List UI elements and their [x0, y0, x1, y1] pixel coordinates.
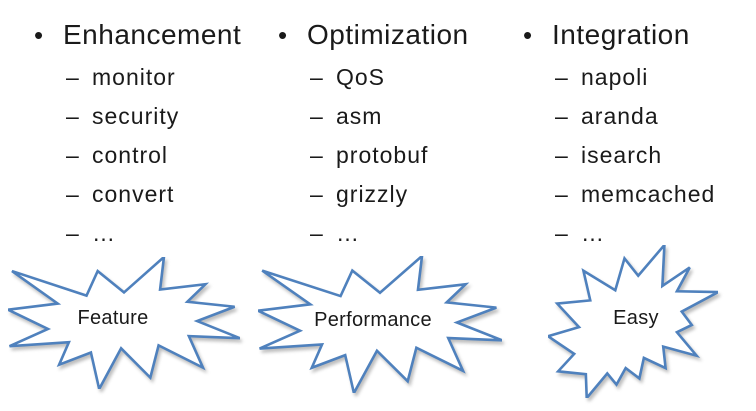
item-label: aranda	[581, 103, 659, 129]
item-label: isearch	[581, 142, 663, 168]
dash-icon: –	[310, 181, 324, 207]
column-optimization: • Optimization – QoS – asm – protobuf – …	[274, 18, 512, 253]
item-label: protobuf	[336, 142, 429, 168]
column-heading: • Optimization	[274, 18, 512, 52]
column-heading: • Integration	[519, 18, 756, 52]
item-label: napoli	[581, 64, 649, 90]
list-item: – asm	[274, 97, 512, 136]
dash-icon: –	[66, 220, 80, 246]
item-label: memcached	[581, 181, 716, 207]
performance-burst	[258, 256, 502, 393]
dash-icon: –	[555, 64, 569, 90]
dash-icon: –	[66, 103, 80, 129]
item-label: control	[92, 142, 169, 168]
list-item: – monitor	[30, 58, 268, 97]
list-item: – isearch	[519, 136, 756, 175]
list-item: – control	[30, 136, 268, 175]
dash-icon: –	[555, 103, 569, 129]
list-item: – convert	[30, 175, 268, 214]
dash-icon: –	[310, 142, 324, 168]
list-item: – memcached	[519, 175, 756, 214]
item-label: QoS	[336, 64, 386, 90]
item-list: – napoli – aranda – isearch – memcached …	[519, 58, 756, 253]
bullet-icon: •	[523, 20, 533, 50]
item-label: monitor	[92, 64, 176, 90]
dash-icon: –	[555, 142, 569, 168]
list-item: – security	[30, 97, 268, 136]
item-label: …	[92, 220, 116, 246]
bullet-icon: •	[34, 20, 44, 50]
list-item: – napoli	[519, 58, 756, 97]
column-heading: • Enhancement	[30, 18, 268, 52]
list-item: – …	[519, 214, 756, 253]
column-enhancement: • Enhancement – monitor – security – con…	[30, 18, 268, 253]
dash-icon: –	[310, 103, 324, 129]
column-title: Enhancement	[63, 19, 242, 50]
item-list: – monitor – security – control – convert…	[30, 58, 268, 253]
explosion-icon	[258, 256, 502, 393]
dash-icon: –	[66, 181, 80, 207]
item-list: – QoS – asm – protobuf – grizzly – …	[274, 58, 512, 253]
dash-icon: –	[555, 181, 569, 207]
feature-burst	[8, 257, 240, 389]
item-label: …	[581, 220, 605, 246]
list-item: – …	[274, 214, 512, 253]
bullet-icon: •	[278, 20, 288, 50]
item-label: security	[92, 103, 180, 129]
dash-icon: –	[555, 220, 569, 246]
item-label: asm	[336, 103, 383, 129]
column-integration: • Integration – napoli – aranda – isearc…	[519, 18, 756, 253]
item-label: …	[336, 220, 360, 246]
list-item: – …	[30, 214, 268, 253]
item-label: convert	[92, 181, 175, 207]
dash-icon: –	[310, 220, 324, 246]
column-title: Integration	[552, 19, 690, 50]
list-item: – grizzly	[274, 175, 512, 214]
dash-icon: –	[66, 64, 80, 90]
column-title: Optimization	[307, 19, 469, 50]
list-item: – protobuf	[274, 136, 512, 175]
explosion-icon	[548, 245, 718, 398]
easy-burst	[548, 245, 718, 398]
list-item: – QoS	[274, 58, 512, 97]
explosion-icon	[8, 257, 240, 389]
dash-icon: –	[310, 64, 324, 90]
list-item: – aranda	[519, 97, 756, 136]
dash-icon: –	[66, 142, 80, 168]
item-label: grizzly	[336, 181, 409, 207]
